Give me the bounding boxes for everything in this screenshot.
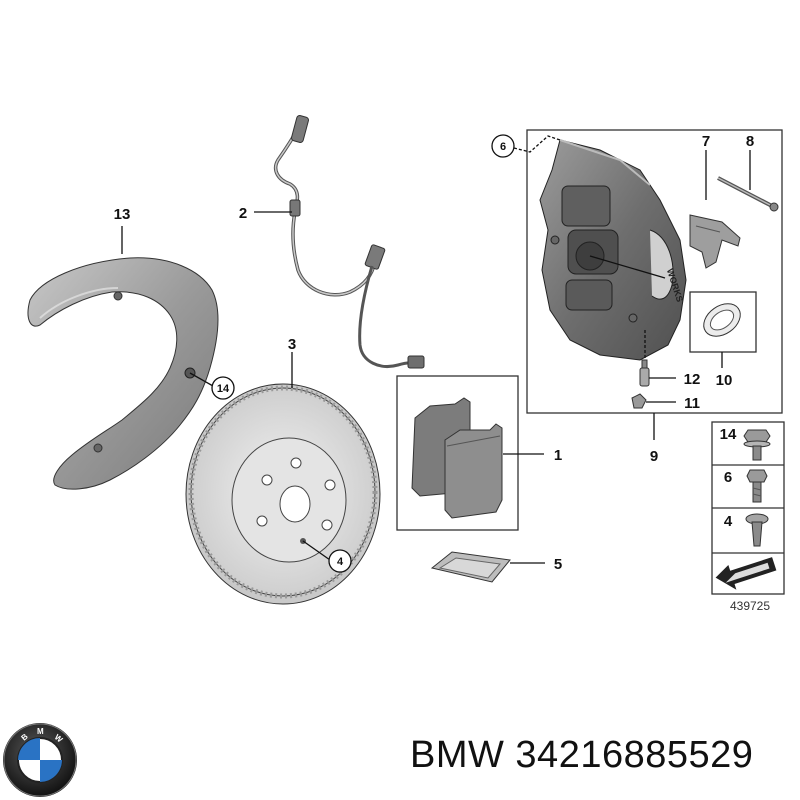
callout-2: 2 [239, 205, 247, 222]
caliper-piston-leader [589, 255, 666, 279]
splash-shield-part [27, 257, 219, 490]
bolt-6-part [746, 469, 768, 503]
flange-bolt-14-part [743, 429, 771, 461]
screw-4-part [745, 513, 769, 547]
seal-ring-box [689, 291, 757, 353]
callout-circle-14 [211, 376, 235, 400]
callout-7: 7 [702, 133, 710, 150]
wear-sensor-part [273, 115, 425, 369]
seal-ring-part [703, 303, 741, 337]
callout-8: 8 [746, 133, 754, 150]
reference-number: 439725 [730, 599, 770, 613]
callout-12: 12 [684, 371, 701, 388]
brake-pads-part [411, 397, 503, 519]
callout-3: 3 [288, 336, 296, 353]
part-number-caption: BMW 34216885529 [410, 734, 754, 776]
legend-label-6: 6 [724, 469, 732, 486]
svg-text:B: B [20, 732, 30, 743]
callout-6-circled: 6 [500, 141, 506, 153]
front-direction-arrow-icon [715, 557, 777, 590]
leader-line-6 [513, 135, 561, 153]
bmw-logo-icon: B M W [3, 723, 77, 797]
legend-label-4: 4 [724, 513, 733, 530]
callout-14-circled: 14 [217, 383, 230, 395]
callout-11: 11 [684, 395, 700, 412]
brake-pads-box [396, 375, 519, 531]
brake-caliper-part: WORKS [539, 139, 687, 361]
bleed-valve-part [639, 359, 650, 387]
callout-4-circled: 4 [337, 556, 344, 568]
svg-text:W: W [53, 733, 65, 745]
callout-9: 9 [650, 448, 658, 465]
grease-packet-part [430, 551, 511, 583]
spring-clip-part [689, 214, 741, 269]
callout-circle-4 [328, 549, 352, 573]
guide-pin-part [717, 176, 779, 212]
callout-5: 5 [554, 556, 562, 573]
callout-circle-6 [491, 134, 515, 158]
svg-text:M: M [37, 727, 44, 736]
leader-line-4 [302, 540, 331, 561]
callout-13: 13 [114, 206, 131, 223]
leader-line-14 [189, 372, 214, 387]
callout-10: 10 [716, 372, 733, 389]
dust-cap-part [631, 393, 647, 409]
brake-disc-part [185, 383, 381, 605]
legend-label-14: 14 [720, 426, 737, 443]
callout-1: 1 [554, 447, 562, 464]
